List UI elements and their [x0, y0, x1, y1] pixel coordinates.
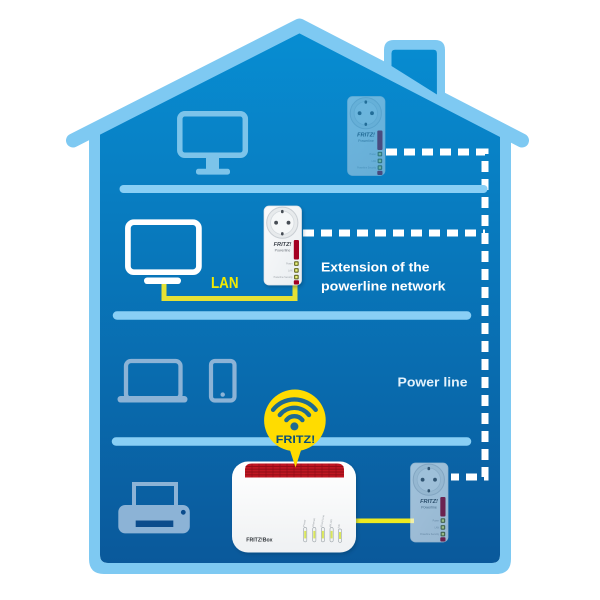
monitor-icon-attic	[177, 111, 249, 175]
tablet-icon	[208, 358, 237, 403]
powerline-dashed-route	[386, 148, 489, 481]
router-led-label: Internet	[311, 518, 317, 528]
wifi-bubble-label: FRITZ!	[276, 434, 316, 446]
label-power-line: Power line	[398, 375, 468, 390]
chimney-interior	[391, 49, 437, 95]
house-interior	[100, 33, 500, 563]
printer-icon	[118, 482, 190, 534]
wifi-bubble: FRITZ!	[264, 389, 326, 468]
label-extension-line2: powerline network	[321, 279, 446, 294]
router-led-power: Power	[302, 519, 308, 543]
powerline-adapter-ground	[410, 462, 449, 543]
lan-cable	[161, 280, 298, 301]
router-led-label: Fixed Line	[319, 514, 325, 527]
wifi-icon	[270, 397, 318, 423]
router-led-info: Info	[336, 523, 342, 543]
laptop-icon	[117, 358, 188, 403]
house-roof	[66, 18, 529, 148]
lan-label: LAN	[211, 275, 239, 292]
label-extension-line1: Extension of the	[321, 260, 430, 275]
router-leds: Power Internet Fixed Line WLAN Info	[302, 514, 342, 543]
router-led-internet: Internet	[311, 518, 317, 543]
router-led-label: Power	[302, 519, 307, 527]
powerline-adapter-floor2	[263, 205, 302, 286]
router-led-wlan: WLAN	[328, 519, 334, 543]
fritzbox-router: FRITZ!Box Power Internet Fixed Line WLAN	[232, 461, 356, 553]
monitor-icon-desktop	[125, 219, 202, 284]
wifi-icon-dot	[290, 422, 299, 431]
router-grille	[245, 463, 344, 478]
router-led-label: WLAN	[328, 519, 333, 527]
router-name-label: FRITZ!Box	[246, 538, 272, 544]
powerline-adapter-attic-ghost	[347, 96, 386, 176]
router-led-label: Info	[336, 523, 341, 529]
router-led-fixedline: Fixed Line	[319, 514, 325, 543]
